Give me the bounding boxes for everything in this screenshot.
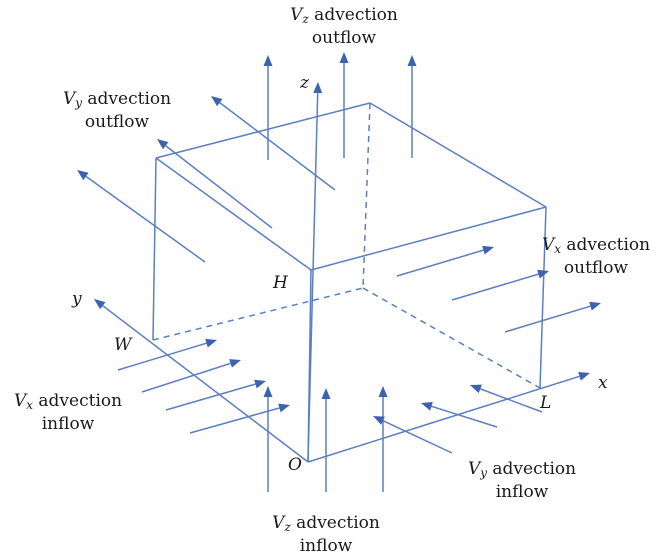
arrowhead [378,386,388,397]
vz-inflow-arrow [321,388,331,492]
vy-outflow-arrow [77,170,206,263]
coordinate-axes [94,82,590,463]
arrowhead [229,359,241,368]
arrowhead [589,301,601,311]
arrowhead [321,388,331,399]
vy-outflow-arrow [211,96,336,191]
arrow-shaft [307,92,319,463]
vx-outflow-label: Vx advection outflow [541,235,651,278]
arrow-shaft [382,419,453,454]
cube-edge-top-back [155,102,371,159]
control-volume-cube [152,102,547,463]
cube-hidden-edge-vertical [362,102,371,289]
arrowhead [578,372,590,381]
arrowhead [313,82,323,94]
arrow-shaft [141,362,231,393]
vx-outflow-arrow [451,269,549,301]
y-axis-label: y [72,289,82,309]
x-axis-label: x [598,373,608,393]
arrow-shaft [431,405,498,428]
arrow-shaft [504,305,591,333]
arrow-shaft [480,388,543,413]
cube-edge-vertical-back-left [152,157,157,341]
cube-hidden-edge-back [152,287,364,341]
z-axis-label: z [300,73,309,93]
cube-edge-vertical-right [539,206,547,389]
arrowhead [421,402,433,411]
cube-edge-top-front [310,206,547,271]
arrowhead [157,139,169,150]
vx-inflow-arrow [141,359,241,393]
arrowhead [339,52,349,63]
vx-outflow-arrow [396,245,494,277]
arrow-shaft [451,273,539,301]
length-label: L [540,393,552,413]
vx-inflow-arrow [165,379,266,411]
arrowhead [211,96,223,107]
height-label: H [273,273,288,293]
vz-inflow-arrow [378,386,388,492]
arrowhead [263,55,273,66]
arrowhead [278,403,290,413]
arrowhead [94,299,106,310]
origin-label: O [288,455,302,475]
arrow-shaft [165,145,273,229]
arrow-shaft [85,175,206,263]
arrowhead [254,379,266,389]
arrow-shaft [307,375,580,463]
vx-inflow-label: Vx advection inflow [13,391,123,434]
vy-inflow-label: Vy advection inflow [467,459,577,502]
arrowhead [407,55,417,66]
vy-inflow-arrow [470,384,543,413]
arrow-shaft [102,305,309,463]
cube-hidden-edge-right [362,287,541,389]
arrowhead [373,416,385,425]
arrowhead [537,269,549,279]
vy-inflow-arrow [421,402,498,428]
arrowhead [482,245,494,255]
arrow-shaft [165,383,256,411]
z-axis [307,82,323,463]
vz-inflow-arrow [263,386,273,492]
cube-edge-top-left [155,157,312,271]
arrowhead [263,386,273,397]
vx-outflow-arrow [504,301,601,333]
arrow-shaft [189,407,280,434]
vz-outflow-arrow [339,52,349,158]
vy-inflow-arrow [373,416,453,454]
vz-outflow-arrow [407,55,417,158]
vx-inflow-arrow [189,403,290,434]
vz-outflow-label: Vz advection outflow [290,5,398,48]
vz-outflow-arrow [263,55,273,160]
arrowhead [205,338,217,348]
arrow-shaft [117,342,207,371]
vx-inflow-arrow [117,338,217,371]
y-axis [94,299,309,463]
vy-outflow-label: Vy advection outflow [62,89,172,132]
arrow-shaft [396,249,484,277]
cube-edge-top-right [369,102,547,208]
arrowhead [77,170,89,181]
x-axis [307,372,590,463]
width-label: W [114,335,132,355]
arrow-shaft [219,102,336,191]
vz-inflow-label: Vz advection inflow [272,513,380,556]
flow-arrows [77,52,601,492]
arrowhead [470,384,482,394]
vy-outflow-arrow [157,139,273,229]
